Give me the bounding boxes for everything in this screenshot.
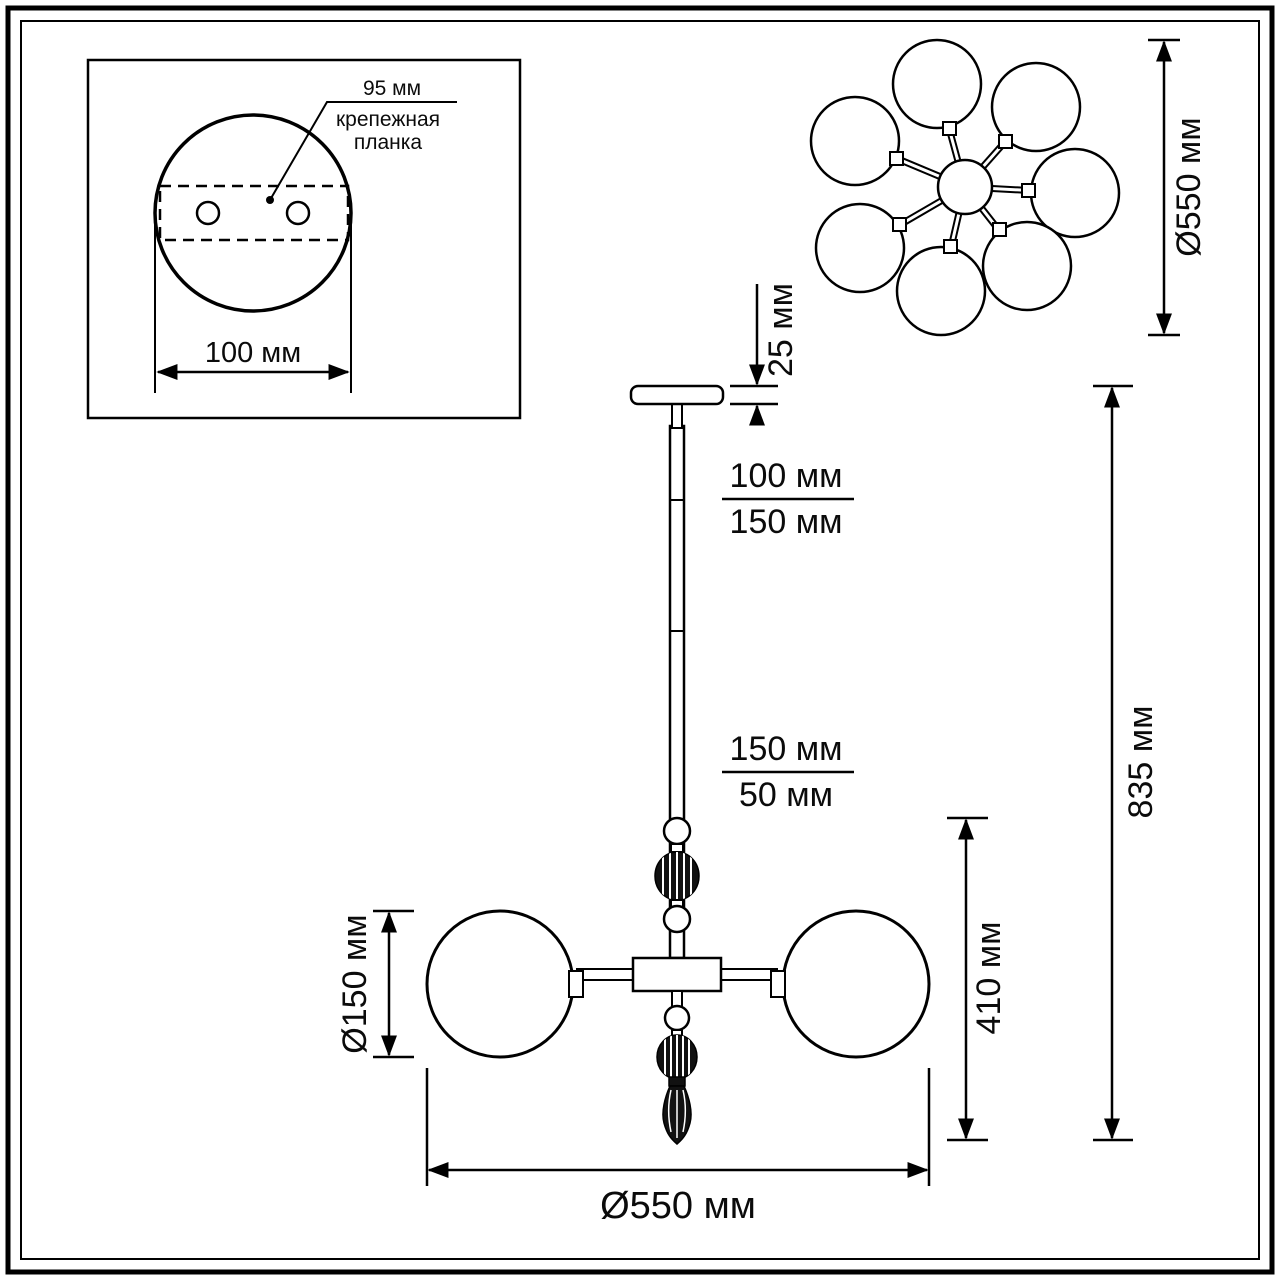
dim-canopy-height: 25 мм [730, 283, 800, 426]
fixture-diameter-label: Ø550 мм [600, 1185, 756, 1227]
side-view [425, 384, 931, 1145]
total-height-label: 835 мм [1122, 706, 1160, 819]
decor-ball-upper [662, 816, 692, 846]
globe-circle [981, 220, 1073, 312]
inset-plate-label-line2: планка [354, 131, 423, 154]
topview-diameter-label: Ø550 мм [1170, 117, 1208, 256]
upper-rod-numerator: 100 мм [730, 457, 843, 495]
top-view-diameter-dim: Ø550 мм [1148, 38, 1208, 337]
mounting-hole-right [285, 200, 311, 226]
globe-circle [1029, 147, 1121, 239]
arm-right [720, 968, 778, 981]
globe-circle [990, 61, 1082, 153]
body-height-label: 410 мм [970, 922, 1008, 1035]
globe-circle [814, 202, 906, 294]
globe-diameter-label: Ø150 мм [336, 914, 374, 1053]
upper-rod-denominator: 150 мм [730, 503, 843, 541]
decor-ball-lower [663, 1004, 691, 1032]
dim-fixture-diameter: Ø550 мм [425, 1068, 931, 1227]
ceiling-base-circle [153, 113, 353, 313]
canopy-height-label: 25 мм [762, 283, 800, 377]
socket-square [998, 134, 1013, 149]
arm-left [576, 968, 634, 981]
inset-hole-spacing-label: 95 мм [363, 77, 421, 100]
central-hub [631, 956, 723, 993]
socket-square [889, 151, 904, 166]
tassel-strands [668, 1089, 686, 1138]
socket-square [943, 239, 958, 254]
ribbed-ornament-upper-ribs [662, 852, 692, 900]
top-view-globes [809, 38, 1121, 337]
tassel-cap [668, 1076, 686, 1087]
socket-square [892, 217, 907, 232]
mounting-hole-left [195, 200, 221, 226]
globe-circle [895, 245, 987, 337]
mounting-plate-dashed-outline [158, 184, 350, 242]
top-view-hub-circle [936, 158, 994, 216]
ceiling-canopy [629, 384, 725, 406]
inner-border [20, 20, 1260, 1260]
decor-ball-middle [662, 904, 692, 934]
globe-neck-right [770, 970, 786, 998]
inset-box [86, 58, 522, 420]
dim-body-height: 410 мм [947, 816, 1008, 1142]
border-frame [5, 5, 1275, 1275]
socket-square [942, 121, 957, 136]
glass-globe-left [425, 909, 575, 1059]
mounting-plate-inset: 95 мм крепежная планка 100 мм [86, 58, 522, 420]
rod-stub [671, 403, 683, 429]
top-view: Ø550 мм [809, 38, 1208, 337]
top-view-globe-sockets [889, 121, 1036, 254]
socket-square [1021, 183, 1036, 198]
outer-border [5, 5, 1275, 1275]
globe-circle [891, 38, 983, 130]
lower-rod-numerator: 150 мм [730, 730, 843, 768]
glass-globe-right [781, 909, 931, 1059]
socket-square [992, 222, 1007, 237]
lower-rod-denominator: 50 мм [739, 776, 833, 814]
inset-plate-label-line1: крепежная [336, 108, 440, 131]
dim-upper-rod-options: 100 мм 150 мм [722, 457, 854, 541]
ribbed-ornament-lower-ribs [664, 1035, 690, 1079]
dim-globe-diameter: Ø150 мм [336, 909, 414, 1059]
leader-line [269, 101, 457, 201]
inset-plate-width-label: 100 мм [205, 337, 301, 369]
dim-total-height: 835 мм [1093, 384, 1160, 1142]
globe-neck-left [568, 970, 584, 998]
globe-circle [809, 95, 901, 187]
dim-lower-rod-options: 150 мм 50 мм [722, 730, 854, 814]
collar [670, 843, 684, 853]
